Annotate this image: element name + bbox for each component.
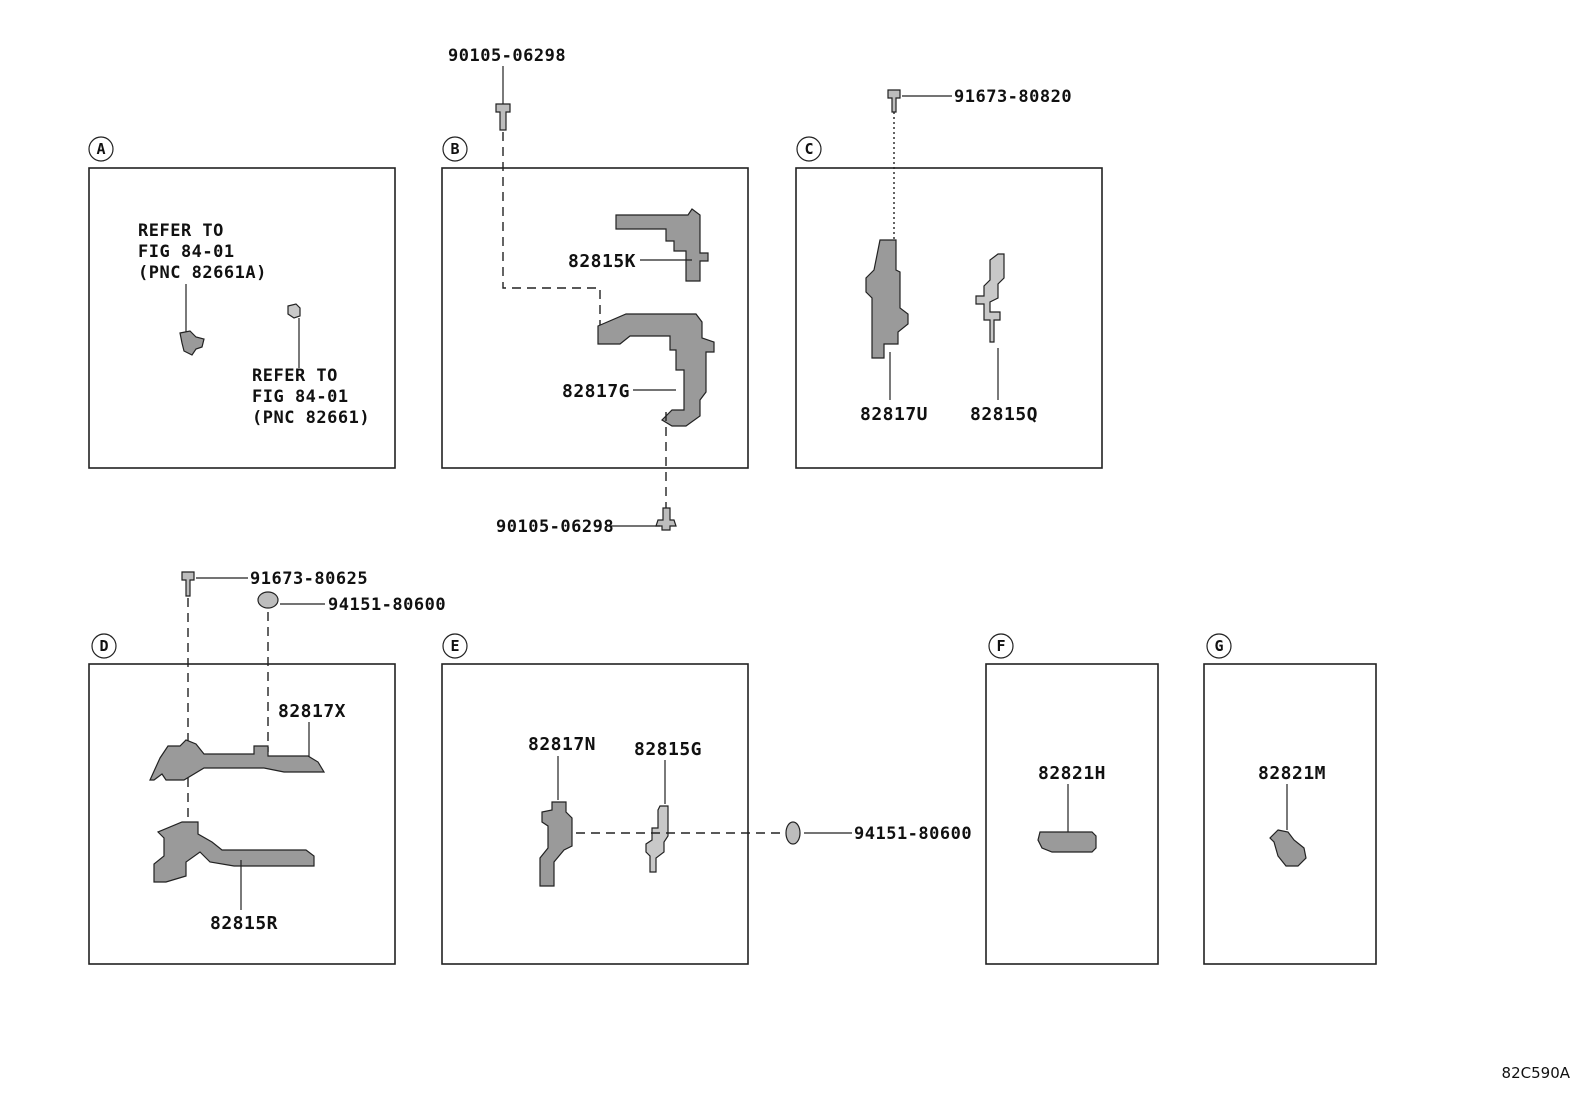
part-82815q-label: 82815Q — [970, 404, 1038, 425]
section-g-box — [1203, 663, 1377, 965]
ref1-line1: REFER TO — [138, 221, 224, 241]
ref2-line2: FIG 84-01 — [252, 387, 349, 407]
bracket-82817u — [865, 239, 909, 359]
section-e-marker — [442, 633, 468, 659]
section-d-marker — [91, 633, 117, 659]
section-d-letter: D — [99, 637, 108, 655]
bracket-82815k — [615, 208, 709, 282]
section-d: 91673-80625 94151-80600 D 82817X 82815R — [88, 569, 446, 965]
part-82817u-label: 82817U — [860, 404, 928, 425]
bolt-icon — [181, 571, 195, 597]
section-e: E 82817N 82815G 94151-80600 — [441, 633, 972, 965]
part-82817n-label: 82817N — [528, 734, 596, 755]
section-c-letter: C — [804, 140, 813, 158]
section-b-marker — [442, 136, 468, 162]
bracket-82817n — [539, 801, 573, 887]
bolt-b-bottom-label: 90105-06298 — [496, 517, 614, 537]
section-a: A REFER TO FIG 84-01 (PNC 82661A) REFER … — [88, 136, 396, 469]
part-82815g-label: 82815G — [634, 739, 702, 760]
ref1-line2: FIG 84-01 — [138, 242, 235, 262]
ref2-line1: REFER TO — [252, 366, 338, 386]
section-a-letter: A — [96, 140, 105, 158]
bolt-icon — [887, 89, 901, 113]
bolt-icon — [655, 507, 677, 531]
bracket-82815r — [153, 821, 315, 883]
section-d-box — [88, 663, 396, 965]
section-g: G 82821M — [1203, 633, 1377, 965]
section-g-letter: G — [1214, 637, 1223, 655]
nut-e-label: 94151-80600 — [854, 824, 972, 844]
part-82821h-label: 82821H — [1038, 763, 1106, 784]
section-f-marker — [988, 633, 1014, 659]
section-g-marker — [1206, 633, 1232, 659]
section-f: F 82821H — [985, 633, 1159, 965]
section-c: 91673-80820 C 82817U 82815Q — [795, 87, 1103, 469]
bolt-b-top-dash — [502, 132, 601, 325]
nut-d-label: 94151-80600 — [328, 595, 446, 615]
section-c-marker — [796, 136, 822, 162]
nut-icon — [257, 591, 279, 609]
connector-clip-a1 — [179, 330, 205, 356]
section-f-box — [985, 663, 1159, 965]
section-c-box — [795, 167, 1103, 469]
part-82817x-label: 82817X — [278, 701, 346, 722]
bolt-icon — [495, 103, 511, 131]
part-82815r-label: 82815R — [210, 913, 278, 934]
figure-id: 82C590A — [1502, 1064, 1571, 1082]
section-b: 90105-06298 B 82815K 82817G 90105-06298 — [441, 46, 749, 537]
bracket-82815q — [975, 253, 1005, 343]
section-b-letter: B — [450, 140, 459, 158]
bracket-82817x — [149, 739, 326, 781]
part-82817g-label: 82817G — [562, 381, 630, 402]
bracket-82815g — [645, 805, 669, 873]
section-a-box — [88, 167, 396, 469]
section-f-letter: F — [996, 637, 1005, 655]
bracket-82817g — [597, 313, 715, 427]
connector-82821m — [1269, 829, 1307, 867]
section-e-box — [441, 663, 749, 965]
bolt-c-label: 91673-80820 — [954, 87, 1072, 107]
part-82815k-label: 82815K — [568, 251, 636, 272]
bolt-b-top-label: 90105-06298 — [448, 46, 566, 66]
ref2-line3: (PNC 82661) — [252, 408, 370, 428]
bolt-d-label: 91673-80625 — [250, 569, 368, 589]
connector-82821h — [1037, 831, 1097, 853]
section-a-marker — [88, 136, 114, 162]
section-b-box — [441, 167, 749, 469]
section-e-letter: E — [450, 637, 459, 655]
nut-icon — [785, 821, 801, 845]
ref1-line3: (PNC 82661A) — [138, 263, 267, 283]
part-82821m-label: 82821M — [1258, 763, 1326, 784]
connector-clip-a2 — [287, 303, 301, 319]
